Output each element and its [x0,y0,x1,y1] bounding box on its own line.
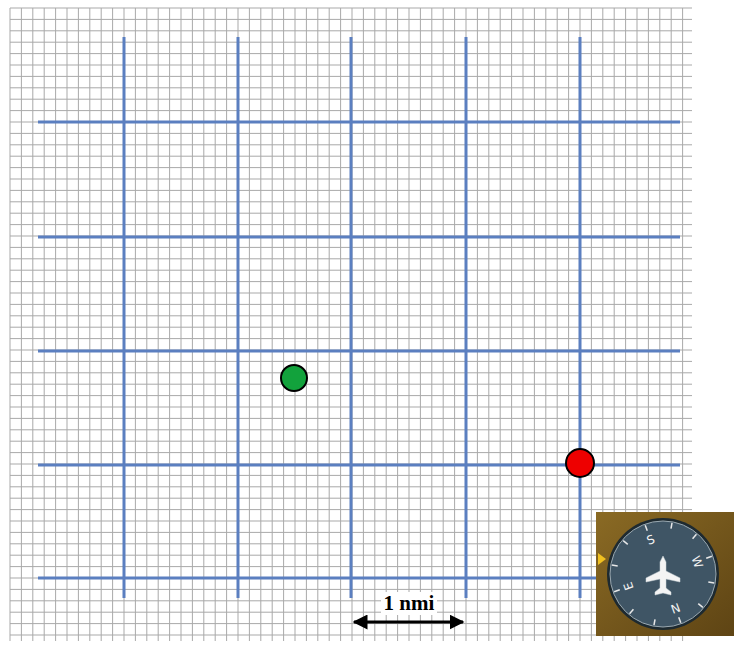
grid-line [340,8,341,641]
red-dot [566,449,594,477]
grid-line [192,8,193,641]
grid-line [329,8,330,641]
grid-line [10,578,692,579]
compass-tick [654,619,655,625]
grid-line [295,8,296,641]
grid-line [32,8,33,641]
grid-line [169,8,170,641]
scale-arrow [354,621,463,624]
grid-line [409,8,410,641]
grid-line [10,122,692,123]
grid-line [158,8,159,641]
grid-line [89,8,90,641]
grid-line [500,8,501,641]
green-dot [281,365,307,391]
lubber-mark [598,553,606,565]
grid-line [55,8,56,641]
compass-tick [693,534,697,539]
grid-line [181,8,182,641]
grid-line [44,8,45,641]
compass-panel [596,512,734,636]
compass-tick [706,556,712,558]
grid-line [10,8,692,9]
grid-line [568,8,569,641]
grid-line [477,8,478,641]
grid-line [260,8,261,641]
compass-tick [698,604,703,608]
grid-line [10,600,692,601]
major-grid [38,37,680,598]
major-line [38,350,680,353]
grid-line [454,8,455,641]
grid-line [523,8,524,641]
grid-line [591,8,592,641]
scale-label: 1 nmi [381,592,438,615]
compass-tick [612,565,618,566]
grid-line [545,8,546,641]
compass-tick [708,582,714,583]
compass-card [610,521,716,627]
grid-line [203,8,204,641]
grid-line [215,8,216,641]
grid-line [580,8,581,641]
compass-tick [630,609,634,614]
grid-line [272,8,273,641]
grid-line [511,8,512,641]
grid-line [10,19,692,20]
compass-tick [671,523,672,529]
grid-line [363,8,364,641]
grid-line [10,350,692,351]
grid-line [374,8,375,641]
grid-line [534,8,535,641]
airplane-symbol [646,556,680,595]
grid-line [466,8,467,641]
grid-line [67,8,68,641]
major-line [38,577,680,580]
major-line [38,121,680,124]
grid-line [10,8,11,641]
grid-line [317,8,318,641]
grid-line [488,8,489,641]
compass-tick [614,590,620,592]
compass-tick [679,617,681,623]
grid-line [10,635,692,636]
compass-ticks [612,523,714,625]
grid-line [112,8,113,641]
grid-line [78,8,79,641]
grid-line [283,8,284,641]
grid-line [226,8,227,641]
major-line [38,236,680,239]
grid-line [21,8,22,641]
grid-line [443,8,444,641]
grid-line [397,8,398,641]
grid-line [10,612,692,613]
grid-line [386,8,387,641]
grid-line [146,8,147,641]
grid-line [124,8,125,641]
compass-bezel [607,518,719,630]
grid-line [306,8,307,641]
grid-line [101,8,102,641]
grid-line [352,8,353,641]
grid-line [10,236,692,237]
compass-tick [645,525,647,531]
compass-tick [623,541,628,545]
grid-line [10,30,692,31]
grid-line [10,623,692,624]
grid-line [135,8,136,641]
grid-line [431,8,432,641]
fine-grid [10,8,692,641]
grid-line [420,8,421,641]
grid-line [238,8,239,641]
grid-line [557,8,558,641]
grid-line [249,8,250,641]
